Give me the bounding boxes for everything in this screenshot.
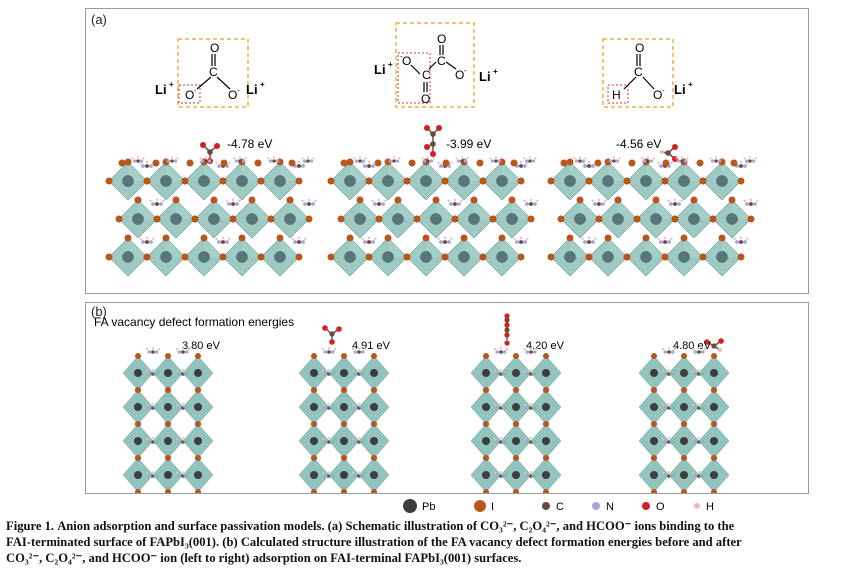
perovskite-slab-a-2 [327,156,539,277]
energy-b-4: 4.80 eV [673,340,712,352]
energy-b-2: 4.91 eV [352,340,391,352]
perovskite-slab-b-1 [122,347,214,495]
perovskite-slab-b-3 [470,347,562,495]
oxalate-li-left: Li [374,62,386,77]
legend-item-c: C [542,501,564,513]
svg-text:O: O [635,41,644,55]
perovskite-slab-b-2 [298,347,390,495]
svg-text:Pb: Pb [422,501,435,513]
legend-item-n: N [592,501,614,513]
svg-text:+: + [688,80,693,89]
svg-text:O: O [210,41,219,55]
caption-figure-label: Figure 1. [6,519,55,533]
svg-text:O: O [185,88,194,102]
svg-text:C: C [634,65,643,79]
energy-a-1: -4.78 eV [227,137,272,151]
formate-scheme: O C H O - Li + [602,38,693,108]
svg-text:N: N [606,501,614,513]
adsorbate-formate [660,144,678,162]
svg-text:C: C [422,68,431,82]
panel-b-label: (b) [91,304,107,319]
legend-item-i: I [474,500,494,513]
svg-text:O: O [402,54,411,68]
oxalate-li-right: Li [479,69,491,84]
legend-item-o: O [642,501,665,513]
adsorbate-oxalate [424,125,442,157]
caption-line-2: FAI-terminated surface of FAPbI₃(001). (… [6,534,742,549]
svg-text:O: O [653,88,662,102]
carbonate-li-right: Li [246,82,258,97]
carbonate-li-left: Li [155,82,167,97]
caption-line-3: CO₃²⁻, C₂O₄²⁻, and HCOO⁻ ion (left to ri… [6,550,522,565]
svg-text:-: - [194,86,197,95]
svg-text:O: O [421,92,430,106]
svg-text:-: - [400,52,403,61]
svg-text:C: C [437,54,446,68]
svg-text:+: + [260,80,265,89]
perovskite-slab-b-4 [638,347,730,495]
svg-text:H: H [612,88,621,102]
energy-b-3: 4.20 eV [526,340,565,352]
svg-text:+: + [169,80,174,89]
energy-a-2: -3.99 eV [446,137,491,151]
svg-text:+: + [388,60,393,69]
oxalate-scheme: O C O - C O - O Li + Li + [374,22,498,108]
carbonate-scheme: O C O - O - Li + Li + [155,38,265,108]
svg-text:I: I [491,501,494,513]
svg-text:-: - [662,86,665,95]
adsorbate-b-oxalate [504,313,510,346]
svg-text:O: O [656,501,665,513]
panel-a-label: (a) [91,12,107,27]
svg-text:C: C [556,501,564,513]
perovskite-slab-a-3 [547,156,759,277]
svg-text:-: - [237,86,240,95]
adsorbate-carbonate [200,142,220,164]
panel-b-title: FA vacancy defect formation energies [94,315,294,329]
atom-legend: Pb I C N O H [403,499,714,513]
svg-text:-: - [464,66,467,75]
figure-caption: Figure 1. Anion adsorption and surface p… [6,519,842,566]
energy-b-1: 3.80 eV [182,340,221,352]
caption-line-1: Anion adsorption and surface passivation… [57,519,735,533]
panel-a: (a) O C O - O - Li + Li + O C [85,8,809,294]
panel-b: (b) FA vacancy defect formation energies… [85,302,809,495]
formate-li-right: Li [674,82,686,97]
legend-item-pb: Pb [403,499,435,513]
svg-text:C: C [209,65,218,79]
adsorbate-b-formate [704,338,724,352]
energy-a-3: -4.56 eV [616,137,661,151]
panel-b-figure: FA vacancy defect formation energies 3.8… [94,313,730,495]
perovskite-slab-a-1 [105,156,317,277]
svg-text:H: H [706,501,714,513]
panel-a-figure: O C O - O - Li + Li + O C O - C O - [105,22,759,277]
svg-text:O: O [455,68,464,82]
legend-item-h: H [694,501,714,513]
adsorbate-b-carbonate [322,325,342,345]
svg-text:+: + [493,67,498,76]
svg-text:O: O [437,32,446,46]
svg-text:O: O [228,88,237,102]
